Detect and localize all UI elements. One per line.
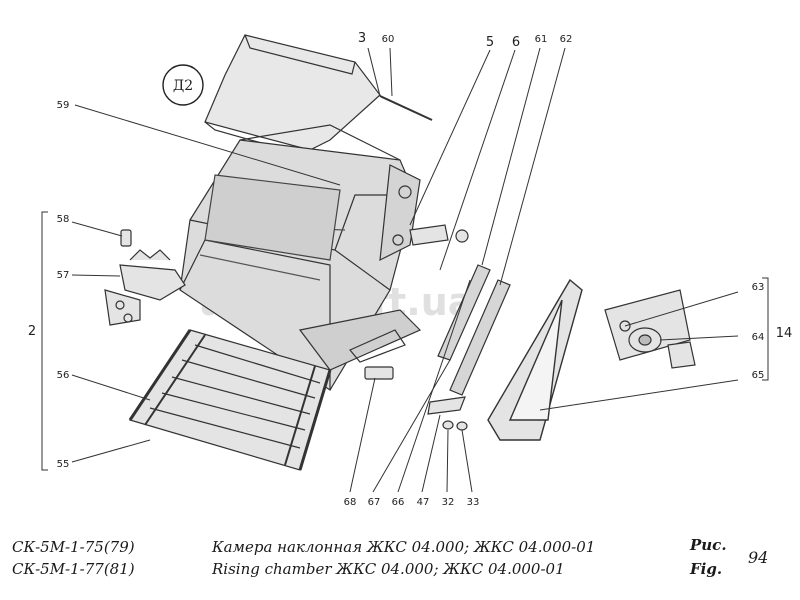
fig-number: 94 <box>748 548 769 567</box>
part-label-47: 47 <box>417 497 430 508</box>
part-label-67: 67 <box>368 497 381 508</box>
part-label-65: 65 <box>752 370 765 381</box>
triangular-guide <box>487 278 583 441</box>
part-label-33: 33 <box>467 497 480 508</box>
part-label-64: 64 <box>752 332 765 343</box>
part-label-61: 61 <box>535 34 548 45</box>
part-label-59: 59 <box>57 100 70 111</box>
section-badge-label: Д2 <box>173 78 193 94</box>
part-label-68: 68 <box>344 497 357 508</box>
rising-chamber-body <box>179 34 433 391</box>
sprocket-assembly <box>604 289 696 369</box>
title-en: Rising chamber ЖКС 04.000; ЖКС 04.000-01 <box>212 560 565 578</box>
part-label-62: 62 <box>560 34 573 45</box>
part-label-3: 3 <box>358 31 366 46</box>
model-line-1: СК-5М-1-75(79) <box>12 538 135 556</box>
part-label-60: 60 <box>382 34 395 45</box>
part-label-58: 58 <box>57 214 70 225</box>
part-label-6: 6 <box>512 35 520 50</box>
part-labels: 3 60 5 6 61 62 59 58 57 2 56 55 68 67 66… <box>28 31 792 508</box>
title-ru: Камера наклонная ЖКС 04.000; ЖКС 04.000-… <box>212 538 596 556</box>
bracket-57 <box>119 249 186 301</box>
pin-58 <box>120 229 132 247</box>
chain-conveyor <box>128 329 332 471</box>
part-label-5: 5 <box>486 35 494 50</box>
part-label-66: 66 <box>392 497 405 508</box>
part-label-57: 57 <box>57 270 70 281</box>
part-label-56: 56 <box>57 370 70 381</box>
part-label-32: 32 <box>442 497 455 508</box>
leader-lines <box>41 47 769 493</box>
small-fasteners <box>364 224 469 431</box>
part-label-55: 55 <box>57 459 70 470</box>
part-label-14: 14 <box>776 326 793 341</box>
section-badge: Д2 <box>162 64 204 106</box>
model-line-2: СК-5М-1-77(81) <box>12 560 135 578</box>
fig-label-en: Fig. <box>690 560 723 578</box>
fig-label-ru: Рис. <box>690 536 727 554</box>
plate-bracket <box>104 289 141 326</box>
part-label-2: 2 <box>28 324 36 339</box>
part-label-63: 63 <box>752 282 765 293</box>
